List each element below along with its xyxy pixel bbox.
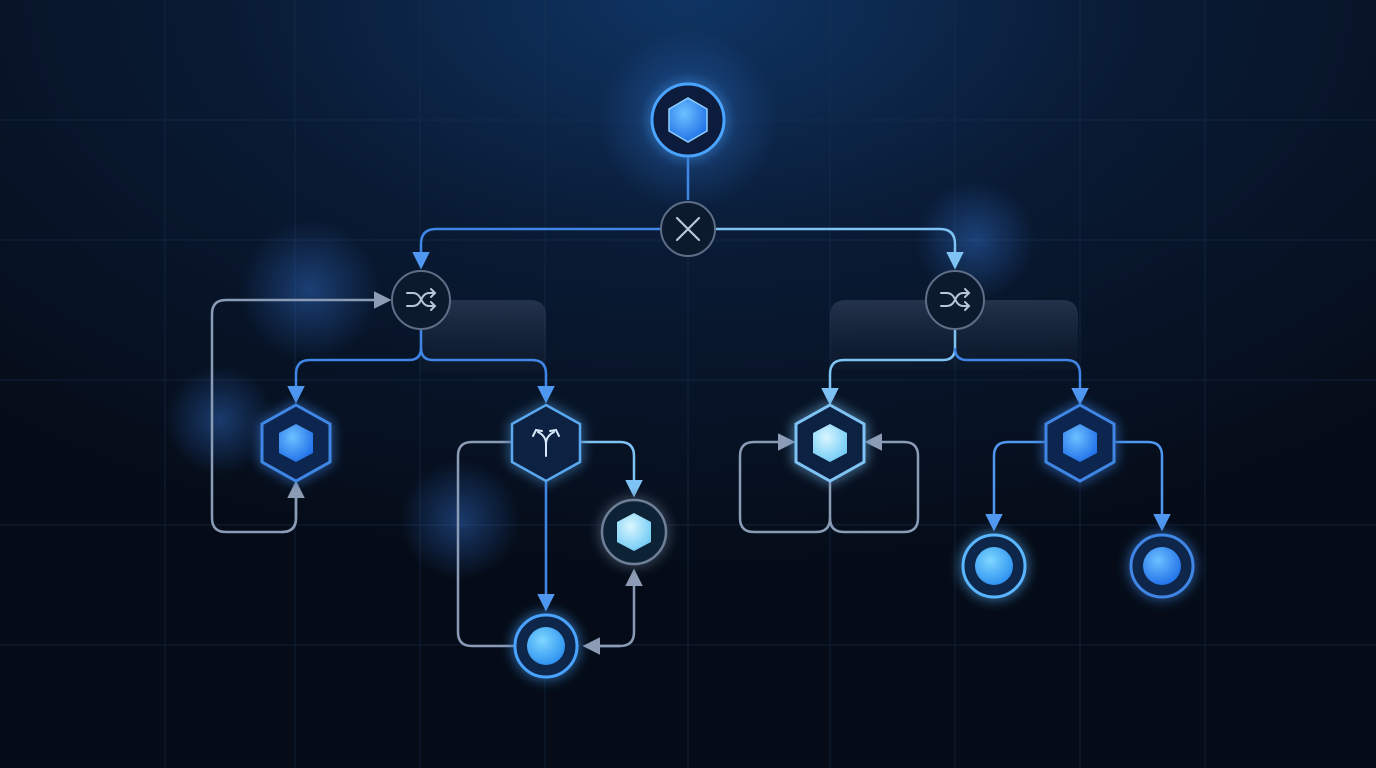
edge-gateway-right-shuffle: [716, 227, 964, 270]
edge-right-task-end-1: [985, 440, 1046, 532]
root-node[interactable]: [650, 82, 726, 158]
edges: [210, 158, 1171, 655]
hexagon-icon: [279, 424, 313, 462]
hexagon-icon: [668, 97, 708, 143]
right-task-node[interactable]: [1044, 403, 1116, 483]
circle-icon: [1143, 547, 1181, 585]
shuffle-icon: [940, 288, 971, 311]
loop-task-node[interactable]: [794, 403, 866, 483]
edge-gateway-left-shuffle: [412, 227, 660, 270]
edge-right-task-end-2: [1114, 440, 1171, 532]
edge-loop-task-right-loop: [828, 433, 920, 534]
hexagon-icon: [617, 513, 651, 551]
edge-split-end-output: [586, 568, 643, 648]
circle-icon: [975, 547, 1013, 585]
edge-left-task-loop-up: [281, 480, 305, 534]
circle-icon: [527, 627, 565, 665]
shuffle-icon: [406, 288, 437, 311]
fork-arrows-icon: [532, 428, 560, 457]
right-end-2-node[interactable]: [1129, 533, 1195, 599]
close-x-icon: [675, 216, 701, 242]
edge-split-task-left-loop: [456, 440, 514, 648]
ambient-glows: [165, 30, 1035, 580]
split-output-node[interactable]: [600, 498, 668, 566]
split-task-node[interactable]: [510, 403, 582, 483]
right-end-1-node[interactable]: [961, 533, 1027, 599]
hexagon-icon: [1063, 424, 1097, 462]
hexagon-icon: [813, 424, 847, 462]
split-end-node[interactable]: [513, 613, 579, 679]
edge-right-shuffle-right-task: [953, 347, 1089, 406]
edge-loop-task-left-loop: [738, 433, 832, 534]
left-task-node[interactable]: [260, 403, 332, 483]
right-shuffle-node[interactable]: [925, 270, 985, 330]
exclusive-gateway-node[interactable]: [660, 201, 716, 257]
left-shuffle-node[interactable]: [391, 270, 451, 330]
edge-split-task-output: [580, 440, 643, 498]
edge-left-shuffle-split-task: [419, 347, 555, 404]
left-group-panel: [420, 300, 546, 372]
